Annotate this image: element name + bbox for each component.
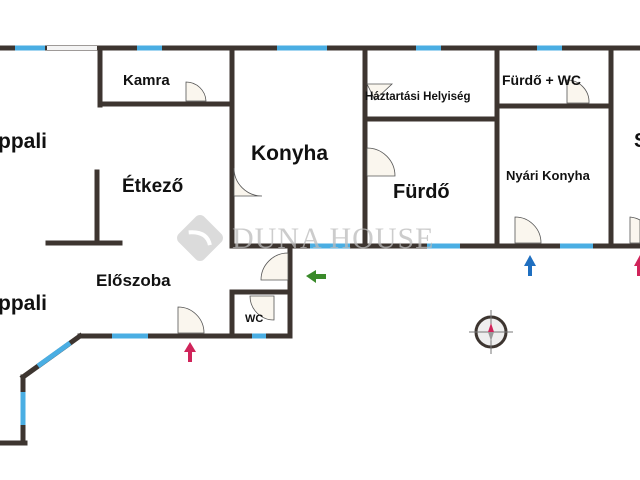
entry-arrows xyxy=(184,255,640,362)
entry-arrow-icon xyxy=(184,342,196,362)
watermark-logo-icon xyxy=(177,215,223,261)
watermark-text: DUNA HOUSE xyxy=(232,222,435,255)
entry-arrow-icon xyxy=(524,255,536,276)
compass-icon xyxy=(469,310,513,354)
room-label-eloszoba: Előszoba xyxy=(96,271,171,290)
room-label-right-partial: S xyxy=(634,130,640,152)
entry-arrow-icon xyxy=(634,255,640,276)
room-label-nyari-konyha: Nyári Konyha xyxy=(506,168,591,183)
room-label-furdo: Fürdő xyxy=(393,181,450,203)
doors xyxy=(177,79,640,334)
room-label-furdo-wc: Fürdő + WC xyxy=(502,72,581,88)
room-label-etkezo: Étkező xyxy=(122,175,183,197)
watermark: DUNA HOUSE xyxy=(177,215,435,261)
room-label-nappali-top: ppali xyxy=(0,130,47,153)
room-label-konyha: Konyha xyxy=(251,142,328,165)
room-label-wc: WC xyxy=(245,313,263,325)
room-label-nappali-bottom: ppali xyxy=(0,292,47,315)
room-label-kamra: Kamra xyxy=(123,72,170,89)
room-labels: ppali ppali Kamra Étkező Konyha Háztartá… xyxy=(0,72,640,325)
entry-arrow-icon xyxy=(306,270,326,283)
room-label-haztartasi: Háztartási Helyiség xyxy=(365,91,470,103)
windows xyxy=(15,45,593,425)
